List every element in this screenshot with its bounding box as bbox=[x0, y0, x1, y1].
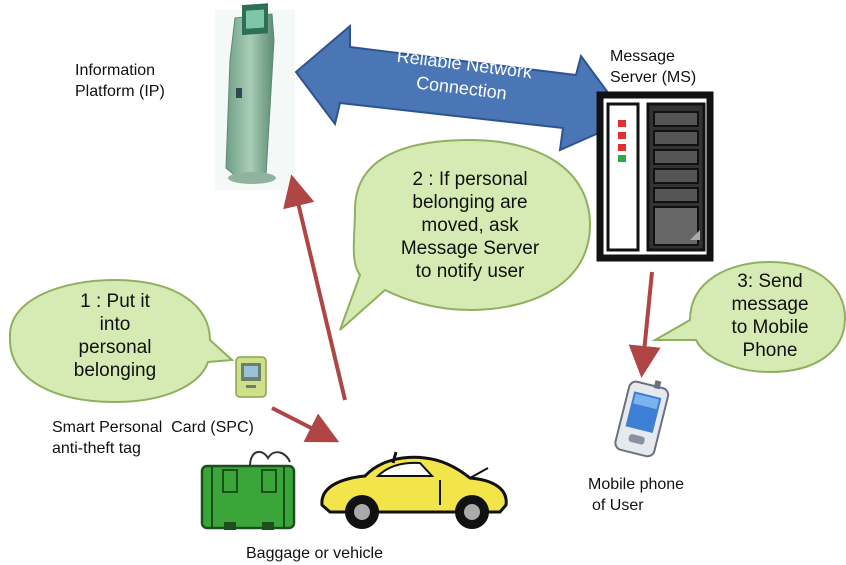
spc-label-line2: anti-theft tag bbox=[52, 440, 141, 457]
ms-label: Message Server (MS) bbox=[610, 46, 696, 88]
mobile-label-line2: of User bbox=[592, 497, 644, 514]
bubble-step-3-line: message bbox=[731, 294, 809, 315]
car-icon bbox=[320, 451, 508, 529]
ip-label-line2: Platform (IP) bbox=[75, 83, 165, 100]
spc-tag-device bbox=[235, 356, 267, 398]
red-arrows bbox=[271, 174, 661, 443]
bubble-step-2-line: 2 : If personal bbox=[412, 169, 528, 190]
bubble-step-1: 1 : Put it into personal belonging bbox=[40, 290, 190, 382]
ms-label-line1: Message bbox=[610, 48, 675, 65]
mobile-phone-icon bbox=[614, 380, 670, 458]
message-server bbox=[596, 91, 714, 262]
bubble-step-2-line: moved, ask bbox=[421, 215, 519, 236]
ms-label-line2: Server (MS) bbox=[610, 69, 697, 86]
bubble-step-1-line: belonging bbox=[73, 360, 157, 381]
bubble-step-3-line: to Mobile bbox=[731, 317, 809, 338]
bubble-step-2: 2 : If personal belonging are moved, ask… bbox=[370, 168, 570, 283]
bubble-step-2-line: belonging are bbox=[412, 192, 528, 213]
mobile-label-line1: Mobile phone bbox=[588, 476, 685, 493]
ip-label: Information Platform (IP) bbox=[75, 60, 165, 102]
suitcase-icon bbox=[200, 450, 296, 530]
spc-label: Smart Personal Card (SPC) anti-theft tag bbox=[52, 417, 254, 459]
bubble-step-3-line: Phone bbox=[742, 340, 798, 361]
bubble-step-3-shape bbox=[651, 260, 846, 374]
bubble-step-3: 3: Send message to Mobile Phone bbox=[700, 270, 840, 362]
bubble-step-2-shape bbox=[339, 138, 592, 331]
bubble-step-3-line: 3: Send bbox=[737, 271, 803, 292]
mobile-label: Mobile phone of User bbox=[588, 474, 684, 516]
information-platform-kiosk bbox=[215, 3, 295, 190]
bubble-step-2-line: Message Server bbox=[400, 238, 540, 259]
bubble-step-1-shape bbox=[9, 278, 235, 404]
bubble-step-1-line: into bbox=[99, 314, 131, 335]
bubble-step-1-line: personal bbox=[78, 337, 152, 358]
bubble-step-2-line: to notify user bbox=[415, 261, 525, 282]
bubble-step-1-line: 1 : Put it bbox=[80, 291, 150, 312]
baggage-label: Baggage or vehicle bbox=[246, 545, 383, 562]
ip-label-line1: Information bbox=[75, 62, 156, 79]
spc-label-line1: Smart Personal Card (SPC) bbox=[52, 419, 254, 436]
